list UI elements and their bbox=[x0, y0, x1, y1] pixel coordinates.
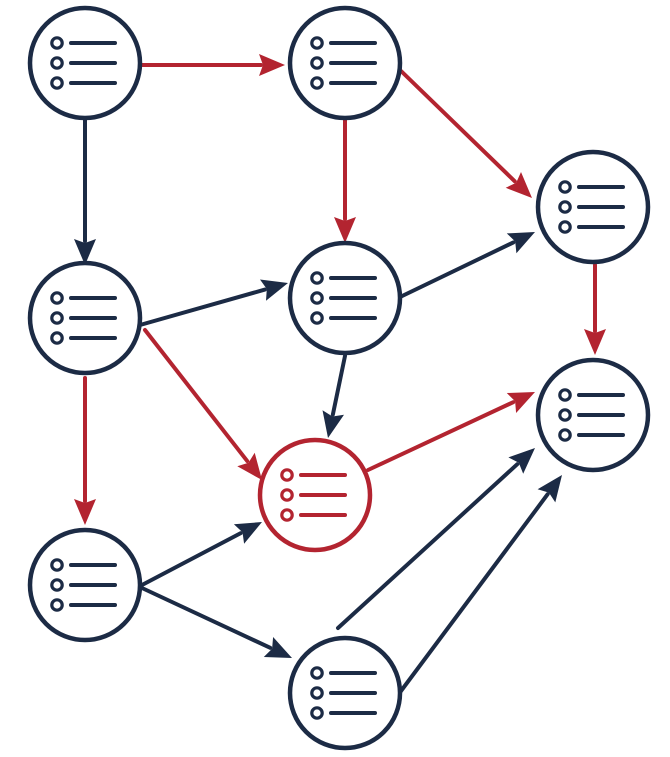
edge-line bbox=[330, 354, 347, 417]
edge-line bbox=[366, 400, 516, 472]
edge-line bbox=[336, 462, 520, 630]
arrowhead-icon bbox=[74, 239, 96, 265]
arrowhead-icon bbox=[237, 452, 262, 480]
node-n6 bbox=[535, 357, 651, 473]
list-icon bbox=[50, 36, 117, 90]
node-n1 bbox=[27, 5, 143, 121]
edge-n3-n8 bbox=[74, 376, 96, 525]
node-n8 bbox=[27, 527, 143, 643]
node-n2 bbox=[287, 5, 403, 121]
node-n5 bbox=[535, 149, 651, 265]
edge-n9-n6 bbox=[336, 448, 535, 630]
edge-n5-n6 bbox=[584, 263, 606, 355]
arrowhead-icon bbox=[263, 637, 292, 658]
list-icon bbox=[310, 271, 377, 325]
nodes-layer bbox=[27, 5, 651, 751]
arrowhead-icon bbox=[322, 410, 344, 438]
edge-n3-n7 bbox=[143, 328, 262, 480]
edge-line bbox=[396, 492, 550, 697]
edge-n2-n5 bbox=[398, 68, 532, 198]
edge-n1-n2 bbox=[138, 54, 285, 76]
edge-line bbox=[398, 68, 517, 184]
edge-n4-n7 bbox=[322, 354, 347, 438]
edge-n4-n5 bbox=[396, 232, 535, 300]
arrowhead-icon bbox=[259, 54, 285, 76]
edge-n2-n4 bbox=[334, 118, 356, 243]
edge-line bbox=[396, 240, 516, 300]
list-icon bbox=[558, 388, 625, 442]
edge-line bbox=[140, 531, 243, 587]
list-icon bbox=[280, 468, 347, 522]
list-icon bbox=[310, 666, 377, 720]
edge-n1-n3 bbox=[74, 118, 96, 265]
arrowhead-icon bbox=[584, 329, 606, 355]
edge-n3-n4 bbox=[138, 279, 288, 327]
edge-line bbox=[138, 287, 267, 327]
arrowhead-icon bbox=[505, 172, 532, 198]
edge-n8-n7 bbox=[140, 522, 262, 587]
list-icon bbox=[558, 180, 625, 234]
node-n7 bbox=[257, 437, 373, 553]
list-icon bbox=[50, 558, 117, 612]
edge-n9-n6 bbox=[396, 475, 562, 697]
arrowhead-icon bbox=[506, 232, 535, 254]
arrowhead-icon bbox=[506, 392, 535, 413]
arrowhead-icon bbox=[233, 522, 262, 544]
arrowhead-icon bbox=[334, 217, 356, 243]
list-icon bbox=[310, 36, 377, 90]
edge-n7-n6 bbox=[366, 392, 535, 472]
node-n4 bbox=[287, 240, 403, 356]
edges-layer bbox=[74, 54, 606, 697]
arrowhead-icon bbox=[74, 499, 96, 525]
edge-line bbox=[143, 328, 250, 464]
node-n3 bbox=[27, 260, 143, 376]
arrowhead-icon bbox=[508, 448, 535, 474]
edge-n8-n9 bbox=[140, 586, 292, 658]
arrowhead-icon bbox=[260, 279, 288, 301]
node-n9 bbox=[287, 635, 403, 751]
arrowhead-icon bbox=[537, 475, 562, 503]
list-icon bbox=[50, 291, 117, 345]
edge-line bbox=[140, 586, 273, 650]
